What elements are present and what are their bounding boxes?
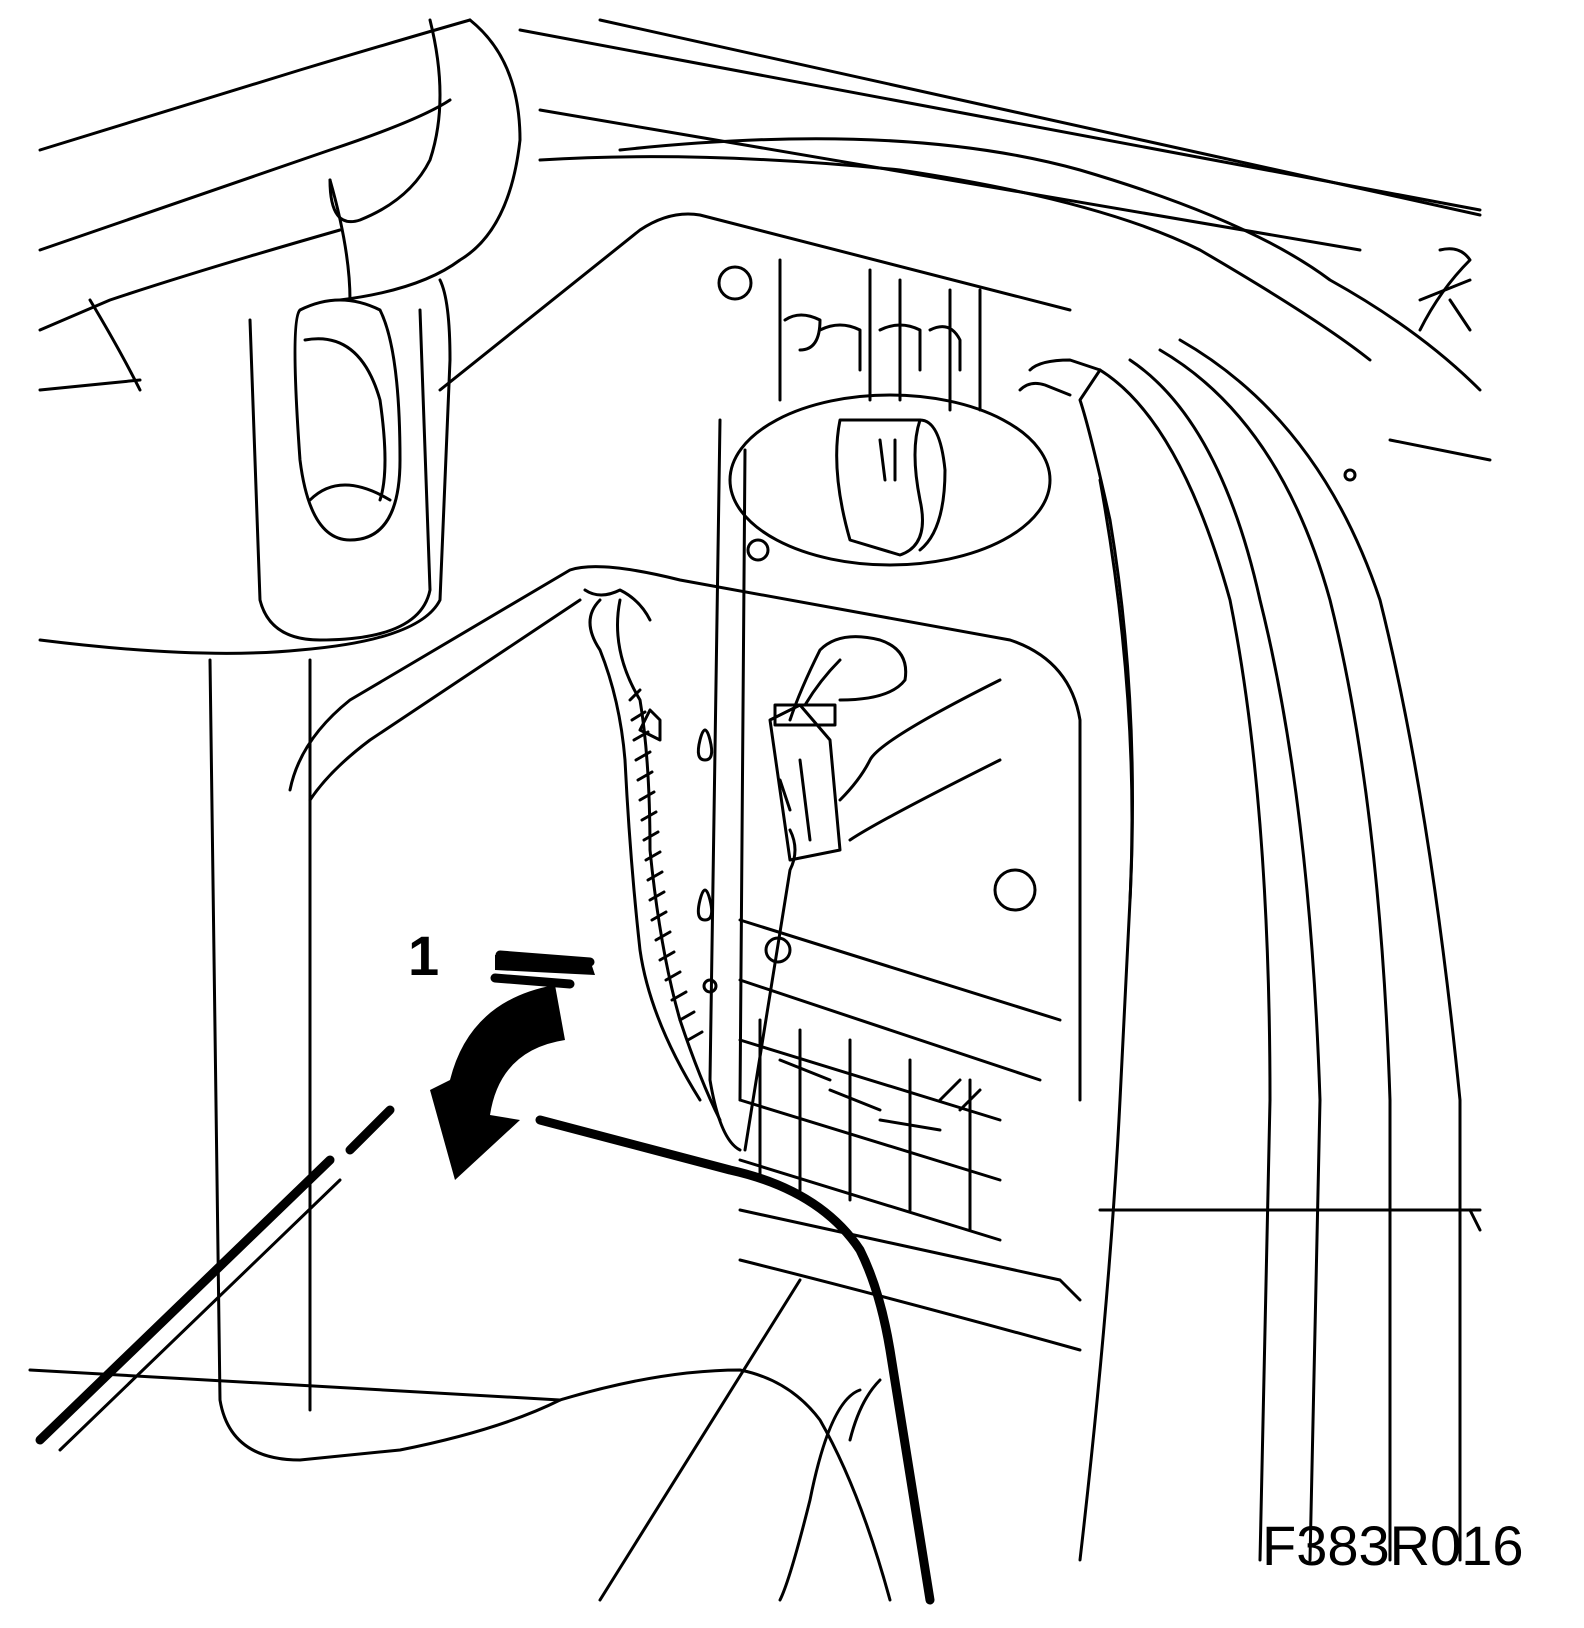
connector-in-ellipse: [835, 418, 947, 557]
upper-trim-panel: [38, 18, 522, 655]
trunk-floor: [28, 1208, 1482, 1602]
inner-panel-outline: [288, 212, 1082, 1402]
roof-rail: [518, 18, 1492, 462]
door-seal-pillar: [1018, 338, 1462, 1562]
panel-ribs: [778, 258, 982, 412]
arrow-dash-marks: [490, 950, 595, 989]
removal-tool: [35, 1105, 935, 1605]
mounting-holes: [702, 265, 1357, 994]
step-number-label: 1: [408, 924, 440, 987]
center-bracket: [708, 418, 797, 1152]
tool-inner-line: [58, 1178, 342, 1452]
highlight-ellipse: [728, 393, 1052, 567]
wiring-harness: [583, 588, 722, 1122]
lower-vents: [738, 918, 1082, 1352]
electrical-connector: [768, 635, 1002, 862]
figure-reference-code: F383R016: [1262, 1514, 1524, 1577]
direction-arrow-icon: [430, 955, 595, 1180]
oval-opening: [293, 298, 402, 542]
